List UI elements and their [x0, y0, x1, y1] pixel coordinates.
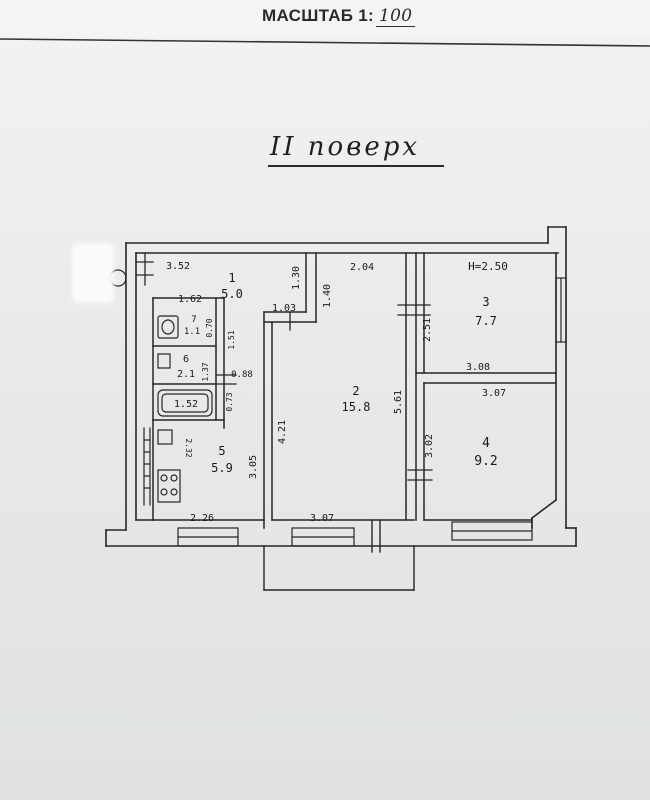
dim-0-70: 0.70 — [205, 318, 214, 337]
plumbing-fixtures — [143, 315, 213, 506]
windows — [177, 277, 567, 547]
dim-3-52: 3.52 — [166, 261, 190, 272]
dim-1-62: 1.62 — [178, 294, 202, 305]
dim-3-08: 3.08 — [466, 362, 490, 373]
dim-2-32: 2.32 — [184, 438, 193, 457]
room-7-number: 7 — [191, 315, 196, 325]
balcony — [263, 545, 415, 591]
dim-1-37: 1.37 — [201, 362, 210, 381]
room-7-area: 1.1 — [184, 327, 200, 337]
dimension-labels: 3.52 1.30 1.62 1.03 1.40 2.04 0.70 1.51 … — [166, 261, 506, 524]
room-5-number: 5 — [218, 444, 225, 458]
redaction-patch — [72, 243, 114, 303]
dim-4-21: 4.21 — [277, 420, 288, 444]
room-6-area: 2.1 — [177, 369, 195, 380]
room-5-area: 5.9 — [211, 461, 233, 475]
ceiling-height-label: H=2.50 — [468, 260, 508, 273]
room-2-area: 15.8 — [342, 400, 371, 414]
outer-walls — [105, 226, 577, 547]
room-3-number: 3 — [482, 295, 489, 309]
dim-0-88: 0.88 — [231, 370, 253, 380]
scale-header: МАСШТАБ 1:100 — [0, 0, 650, 36]
scale-value: 100 — [376, 6, 416, 27]
balcony-door — [371, 519, 381, 553]
scale-label-text: МАСШТАБ 1: — [262, 6, 375, 25]
door-marks — [135, 252, 433, 481]
dim-2-51: 2.51 — [422, 318, 433, 342]
room-6-number: 6 — [183, 354, 189, 365]
dim-5-61: 5.61 — [393, 390, 404, 414]
room-4-number: 4 — [482, 436, 490, 451]
header-divider — [0, 38, 650, 47]
dim-1-40: 1.40 — [322, 284, 333, 308]
interior-walls — [152, 252, 557, 529]
dim-1-52: 1.52 — [174, 399, 198, 410]
floor-title-underline — [268, 165, 444, 167]
room-2-number: 2 — [352, 384, 359, 398]
room-3-area: 7.7 — [475, 314, 497, 328]
dim-3-07-top: 3.07 — [482, 388, 506, 399]
dim-2-26: 2.26 — [190, 513, 214, 524]
floor-title: II поверх — [270, 132, 421, 162]
room-1-area: 5.0 — [221, 287, 243, 301]
dim-0-73: 0.73 — [225, 392, 234, 411]
dim-2-04: 2.04 — [350, 262, 374, 273]
dim-1-03: 1.03 — [272, 303, 296, 314]
dim-1-30: 1.30 — [291, 266, 302, 290]
dim-3-02: 3.02 — [424, 434, 435, 458]
dim-1-51: 1.51 — [227, 330, 236, 349]
scale-label: МАСШТАБ 1:100 — [262, 6, 416, 27]
room-1-number: 1 — [228, 271, 235, 285]
dim-3-07-bottom: 3.07 — [310, 513, 334, 524]
room-4-area: 9.2 — [474, 454, 497, 469]
room-labels: 1 5.0 2 15.8 3 7.7 4 9.2 5 5.9 6 2.1 7 1… — [177, 260, 508, 475]
dim-3-05: 3.05 — [248, 455, 259, 479]
